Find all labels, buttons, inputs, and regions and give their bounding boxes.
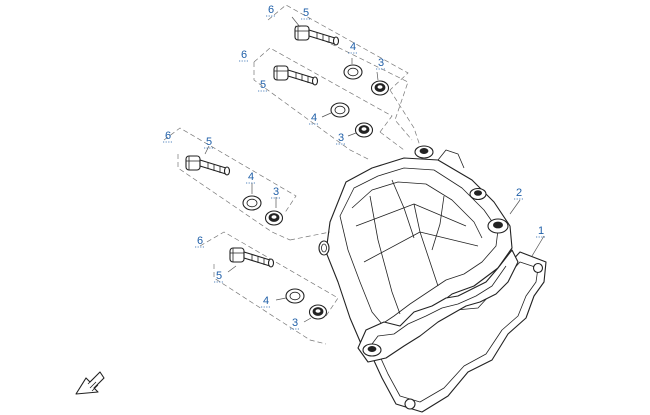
callout-label: 3	[378, 57, 384, 69]
callout-label: 5	[260, 79, 266, 91]
bolt-a[interactable]	[294, 25, 340, 46]
callout-label: 4	[311, 112, 317, 124]
bolt-d[interactable]	[229, 247, 275, 268]
washer-a[interactable]	[343, 64, 363, 80]
callout-label: 4	[263, 295, 269, 307]
seal-b[interactable]	[354, 122, 374, 138]
callout-label: 6	[268, 4, 274, 16]
callout-label: 2	[516, 187, 522, 199]
bolt-c[interactable]	[185, 155, 231, 176]
washer-b[interactable]	[330, 102, 350, 118]
callout-label: 4	[350, 41, 356, 53]
callout-label: 3	[338, 132, 344, 144]
fastener-group-a: 6 5 4 3	[266, 4, 413, 141]
callout-label: 3	[292, 317, 298, 329]
callout-label: 6	[241, 49, 247, 61]
callout-label: 5	[206, 136, 212, 148]
fastener-group-b: 6 5 4 3	[239, 47, 393, 161]
seal-d[interactable]	[308, 304, 328, 320]
callout-label: 3	[273, 186, 279, 198]
fastener-group-d: 6 5 4 3	[195, 231, 339, 345]
seal-a[interactable]	[370, 80, 390, 96]
callout-label: 6	[165, 130, 171, 142]
front-direction-arrow-icon	[75, 371, 105, 395]
callout-label: 6	[197, 235, 203, 247]
bolt-b[interactable]	[273, 65, 319, 86]
seal-c[interactable]	[264, 210, 284, 226]
callout-label: 1	[538, 225, 544, 237]
valve-cover[interactable]	[318, 145, 519, 363]
callout-label: 5	[303, 7, 309, 19]
fastener-group-c: 6 5 4 3	[163, 127, 297, 241]
washer-d[interactable]	[285, 288, 305, 304]
washer-c[interactable]	[242, 195, 262, 211]
callout-label: 4	[248, 171, 254, 183]
callout-label: 5	[216, 270, 222, 282]
